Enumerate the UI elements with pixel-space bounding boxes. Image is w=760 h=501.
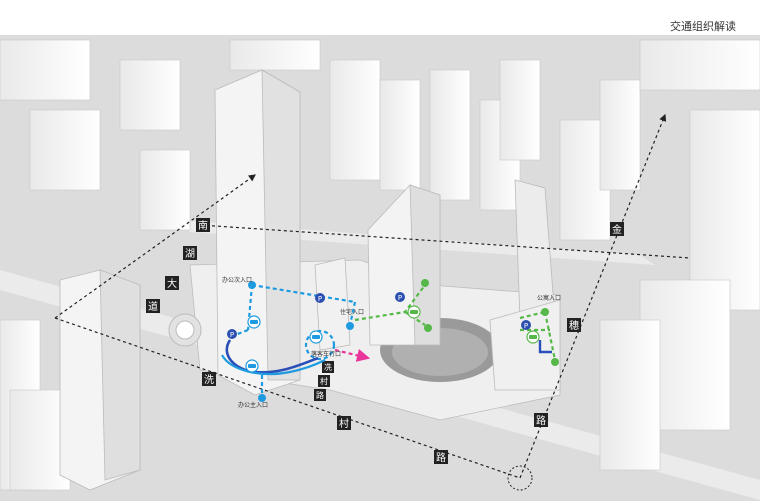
svg-text:P: P — [398, 294, 402, 302]
drop-off-route — [334, 348, 371, 362]
entrance-labels: 办公次入口 住宅入口 落客车行口 办公主入口 公寓入口 — [222, 276, 561, 409]
road-char: 道 — [148, 300, 158, 313]
residential-entrance-label: 住宅入口 — [340, 308, 364, 316]
road-char: 金 — [612, 223, 622, 236]
parking-icon — [521, 320, 531, 330]
road-char: 冼 — [324, 362, 332, 372]
road-labels-west: 南 湖 大 道 — [146, 218, 210, 313]
background-buildings — [0, 39, 760, 491]
road-char: 穗 — [569, 319, 579, 332]
road-char: 路 — [536, 414, 546, 427]
road-labels-east: 金 穗 路 — [534, 222, 624, 427]
road-char: 路 — [316, 390, 324, 400]
drop-off-label: 落客车行口 — [311, 350, 341, 358]
road-axis-west — [54, 174, 256, 319]
road-labels-inner: 冼 村 路 — [314, 361, 334, 401]
road-char: 湖 — [185, 248, 195, 260]
office-east-entrance-label: 办公次入口 — [222, 276, 252, 284]
road-labels-south: 洗 村 路 — [202, 372, 448, 464]
parking-icon — [227, 329, 237, 339]
road-char: 南 — [198, 219, 208, 232]
road-axis-east — [519, 113, 667, 479]
residential-node — [424, 324, 432, 332]
residential-node — [421, 279, 429, 287]
towers — [59, 69, 561, 491]
residential-entrance-marker — [346, 322, 354, 330]
svg-text:P: P — [230, 331, 234, 339]
svg-text:P: P — [318, 295, 322, 303]
road-char: 路 — [436, 451, 446, 464]
road-char: 村 — [339, 417, 349, 430]
commercial-entrance-marker — [541, 308, 549, 316]
parking-icon — [395, 292, 405, 302]
road-axis-north — [199, 224, 691, 259]
road-char: 村 — [320, 376, 328, 386]
svg-text:P: P — [524, 322, 528, 330]
parking-icon — [315, 293, 325, 303]
office-east-entrance-marker — [248, 281, 256, 289]
parking-icons: P P P P — [227, 292, 531, 339]
commercial-entrance-label: 公寓入口 — [537, 294, 561, 302]
page-title: 交通组织解读 — [670, 20, 736, 33]
office-main-entrance-label: 办公主入口 — [238, 401, 268, 409]
road-char: 大 — [167, 277, 177, 290]
road-char: 洗 — [204, 374, 214, 386]
commercial-node — [551, 358, 559, 366]
office-main-entrance-marker — [258, 394, 266, 402]
car-icons — [245, 305, 540, 373]
